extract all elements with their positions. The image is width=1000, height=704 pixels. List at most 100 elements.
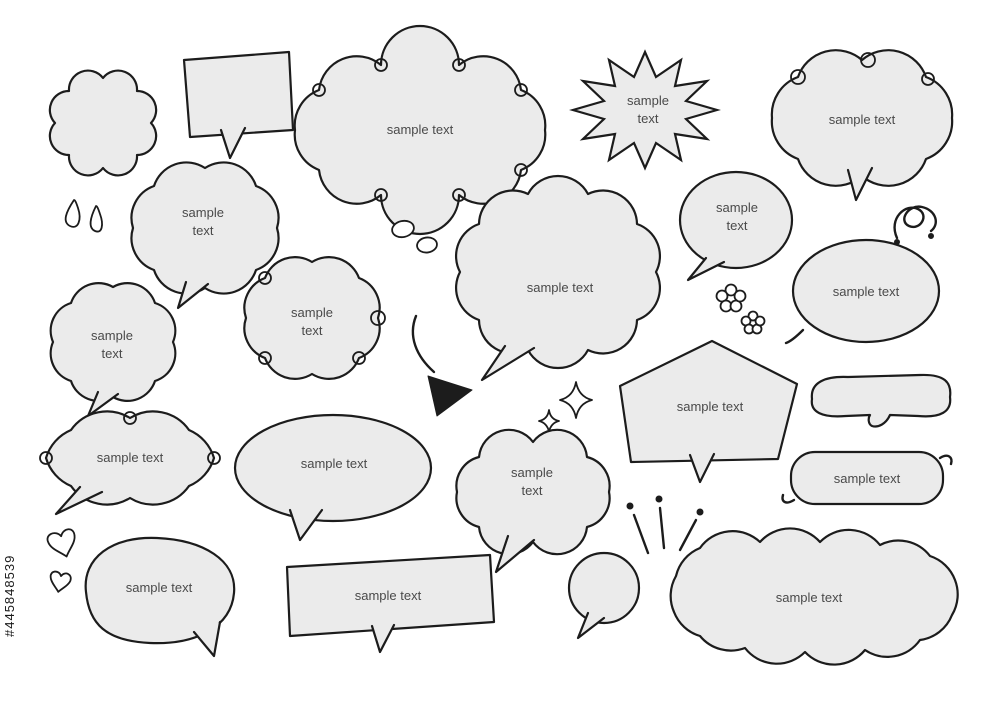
speech-bubble-cloud-loops-right: sample text bbox=[770, 49, 954, 202]
rounded-rect-outline bbox=[789, 450, 945, 506]
teardrop-icon bbox=[89, 205, 103, 233]
curl-loop-icon bbox=[258, 351, 272, 365]
speech-bubble-cloud-row4: sample text bbox=[455, 428, 611, 574]
curl-loop-icon bbox=[258, 271, 272, 285]
emphasis-line-icon bbox=[632, 513, 650, 555]
oval-speech-outline bbox=[678, 170, 794, 270]
curly-bubble-outline bbox=[44, 410, 216, 506]
spring-coil-doodle bbox=[893, 205, 937, 245]
flower-petal-icon bbox=[747, 310, 759, 322]
bubble-label: sample bbox=[627, 93, 669, 108]
cloud-row3-left-outline bbox=[49, 282, 177, 402]
flower-doodles bbox=[715, 283, 766, 335]
arrow-head-icon bbox=[427, 375, 473, 417]
bubble-label: sample bbox=[511, 465, 553, 480]
speech-bubble-rectangle bbox=[182, 50, 295, 160]
bubble-label: sample bbox=[716, 200, 758, 215]
heart-icon bbox=[49, 570, 72, 593]
speech-bubble-curly: sample text bbox=[39, 410, 221, 516]
oval-right-flick bbox=[784, 328, 805, 345]
flower-petal-icon bbox=[754, 315, 766, 327]
bubble-label: sample text bbox=[834, 471, 901, 486]
emphasis-line-icon bbox=[658, 506, 666, 550]
curl-loop-icon bbox=[921, 72, 935, 86]
bubble-label: sample text bbox=[527, 280, 594, 295]
speech-bubble-banner-rect: sample text bbox=[285, 553, 496, 654]
bubble-label: text bbox=[193, 223, 214, 238]
starburst-outline bbox=[569, 49, 721, 171]
circle-bubble-outline bbox=[567, 551, 641, 625]
emphasis-line-doodles bbox=[626, 495, 704, 555]
curl-loop-icon bbox=[39, 451, 53, 465]
bubble-label: sample text bbox=[776, 590, 843, 605]
thought-oval-icon bbox=[391, 219, 415, 239]
rectangle-bubble-outline bbox=[182, 50, 295, 139]
cloud-center-tail bbox=[480, 344, 536, 382]
heart-icon bbox=[46, 528, 76, 558]
oval-mid-tail bbox=[288, 508, 324, 542]
bubble-label: sample bbox=[182, 205, 224, 220]
arrow-shaft-icon bbox=[411, 314, 436, 374]
emphasis-line-icon bbox=[678, 518, 698, 552]
oval-speech-tail bbox=[686, 256, 726, 282]
speech-bubble-loop-cloud: sample text bbox=[243, 256, 386, 380]
bubble-label: sample text bbox=[677, 399, 744, 414]
bubble-label: text bbox=[302, 323, 323, 338]
cloud-row4-tail bbox=[494, 534, 536, 574]
banner-rect-tail bbox=[370, 623, 396, 654]
speech-bubble-scallop-banner: sample text bbox=[669, 527, 959, 666]
cloud-center-outline bbox=[455, 174, 661, 370]
flower-petal-icon bbox=[733, 289, 747, 303]
speech-bubble-oval-right: sample text bbox=[784, 238, 941, 345]
circle-bubble-tail bbox=[576, 611, 606, 640]
arrow-doodle bbox=[411, 314, 473, 417]
bubble-label: sample text bbox=[126, 580, 193, 595]
speech-bubble-flower-cloud bbox=[48, 69, 158, 177]
speech-bubble-cloud-center: sample text bbox=[455, 174, 661, 382]
coil-dot-icon bbox=[928, 233, 934, 239]
curl-loop-icon bbox=[123, 411, 137, 425]
cloud-row4-outline bbox=[455, 428, 611, 556]
speech-bubble-oval-speech: sample text bbox=[678, 170, 794, 282]
emphasis-dot-icon bbox=[696, 508, 704, 516]
loop-cloud-outline bbox=[243, 256, 381, 380]
bubble-label: sample text bbox=[97, 450, 164, 465]
bubble-label: sample text bbox=[833, 284, 900, 299]
cloud-loops-right-outline bbox=[770, 49, 954, 187]
speech-bubble-starburst: sample text bbox=[569, 49, 721, 171]
curl-loop-icon bbox=[374, 188, 388, 202]
cloud-loops-right-tail bbox=[846, 166, 874, 202]
curl-loop-icon bbox=[790, 69, 806, 85]
flower-petal-icon bbox=[724, 283, 738, 297]
sparkle-doodles bbox=[538, 381, 593, 433]
curl-loop-icon bbox=[207, 451, 221, 465]
scallop-banner-outline bbox=[669, 527, 959, 666]
curl-loop-icon bbox=[352, 351, 366, 365]
curl-loop-icon bbox=[370, 310, 386, 326]
speech-bubble-oval-mid: sample text bbox=[233, 413, 433, 542]
peanut-tail bbox=[192, 620, 222, 658]
curl-loop-icon bbox=[452, 188, 466, 202]
banner-blob bbox=[810, 373, 952, 428]
emphasis-dot-icon bbox=[655, 495, 663, 503]
speech-bubble-peanut: sample text bbox=[84, 536, 236, 658]
curl-loop-icon bbox=[374, 58, 388, 72]
teardrop-icon bbox=[64, 199, 81, 228]
bubble-label: text bbox=[522, 483, 543, 498]
bubble-label: text bbox=[638, 111, 659, 126]
bubble-label: sample bbox=[91, 328, 133, 343]
speech-bubble-cloud-top: sample text bbox=[293, 24, 547, 236]
peanut-outline bbox=[84, 536, 236, 645]
curl-loop-icon bbox=[312, 83, 326, 97]
bubble-label: sample text bbox=[301, 456, 368, 471]
cloud-row2-left-outline bbox=[130, 161, 280, 295]
oval-right-outline bbox=[791, 238, 941, 344]
oval-mid-outline bbox=[233, 413, 433, 523]
corner-flick-icon bbox=[781, 493, 796, 504]
curly-bubble-tail bbox=[54, 485, 104, 516]
stock-id-watermark: #445848539 bbox=[2, 554, 17, 637]
bubble-label: sample bbox=[291, 305, 333, 320]
teardrop-doodles bbox=[64, 199, 103, 233]
bubble-label: sample text bbox=[387, 122, 454, 137]
